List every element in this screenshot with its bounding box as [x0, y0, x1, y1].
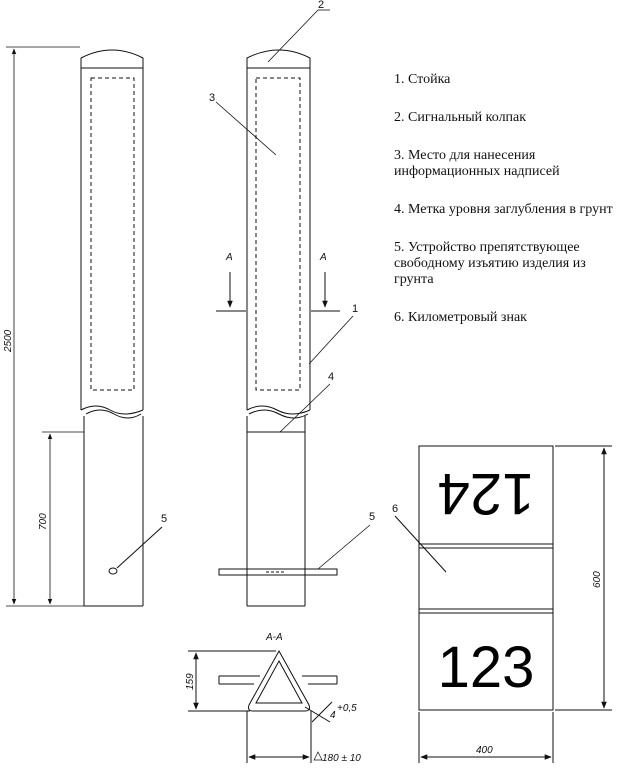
middle-post: [218, 49, 338, 607]
callout-1: 1: [352, 303, 358, 315]
km-sign-frame: [418, 445, 554, 711]
dim-total-height: 2500: [3, 329, 14, 353]
callout-leaders: [215, 9, 371, 570]
section-triangle-outer: [248, 649, 310, 712]
km-number-bottom: 123: [438, 635, 535, 700]
left-post-break: [80, 405, 144, 415]
dim-sign-width: 400: [476, 745, 493, 756]
callout-3: 3: [209, 92, 215, 104]
triangle-symbol-icon: [313, 751, 323, 761]
legend-item-info-area: 3. Место для нанесения информационных на…: [394, 148, 560, 179]
callout-5-right: 5: [369, 511, 375, 523]
dim-wall-tolerance: +0,5: [337, 703, 357, 714]
left-post-cap: [80, 49, 144, 69]
km-number-top: 124: [438, 461, 535, 526]
middle-post-cap: [246, 49, 311, 69]
dim-wall-thickness: 4: [330, 710, 336, 721]
middle-post-info-area: [255, 77, 301, 391]
dim-buried-depth: 700: [38, 513, 49, 530]
legend-item-anchor: 5. Устройство препятствующее свободному …: [394, 240, 586, 287]
section-triangle-inner: [255, 659, 303, 704]
dim-section-width: 180 ± 10: [322, 753, 361, 764]
cut-letter-right: А: [319, 252, 327, 263]
cutting-plane: [216, 272, 340, 312]
section-title: А-А: [265, 632, 283, 643]
callout-4: 4: [328, 371, 334, 383]
callout-5-left: 5: [161, 513, 167, 525]
legend-item-post: 1. Стойка: [394, 72, 451, 87]
left-post-anchor-hole: [108, 567, 118, 575]
left-post-info-area: [90, 77, 135, 391]
legend-item-km-sign: 6. Километровый знак: [394, 310, 527, 325]
dim-sign-height: 600: [592, 571, 603, 588]
dim-section-height: 159: [185, 673, 196, 690]
anchor-bar: [218, 568, 338, 576]
legend-item-depth-mark: 4. Метка уровня заглубления в грунт: [394, 202, 613, 217]
legend: 1. Стойка 2. Сигнальный колпак 3. Место …: [394, 72, 620, 348]
legend-item-cap: 2. Сигнальный колпак: [394, 110, 527, 125]
section-view: [188, 649, 338, 763]
dimension-2500: [6, 46, 84, 607]
callout-2: 2: [318, 0, 324, 11]
cut-letter-left: А: [225, 252, 233, 263]
km-sign: [394, 445, 612, 763]
callout-6: 6: [392, 503, 398, 515]
left-post: [80, 49, 163, 607]
dimension-700: [42, 431, 84, 605]
